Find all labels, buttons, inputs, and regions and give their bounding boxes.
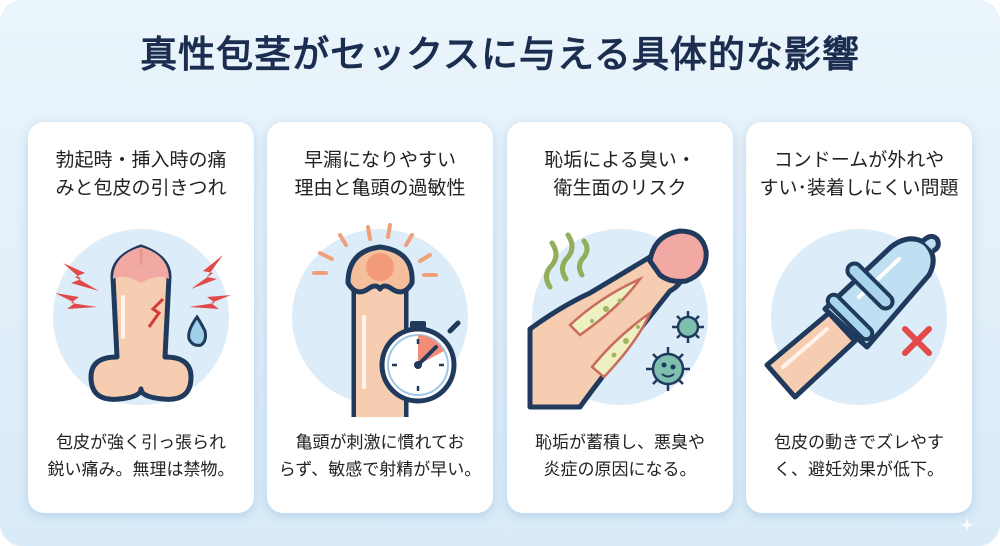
card-hygiene: 恥垢による臭い・ 衛生面のリスク <box>507 122 733 513</box>
card-condom: コンドームが外れや すい･装着しにくい問題 包皮の動きでズレやす く、避妊効果が… <box>746 122 972 513</box>
card-desc-line: 恥垢が蓄積し、悪臭や <box>535 433 705 453</box>
card-title-line: みと包皮の引きつれ <box>55 177 227 199</box>
card-desc-line: 炎症の原因になる。 <box>543 460 697 480</box>
pain-lightning-icon <box>53 229 231 405</box>
card-title-line: 勃起時・挿入時の痛 <box>55 149 227 171</box>
card-title: 恥垢による臭い・ 衛生面のリスク <box>507 146 733 202</box>
odor-bacteria-icon <box>527 228 709 410</box>
card-desc-line: 包皮の動きでズレやす <box>774 433 944 453</box>
card-description: 恥垢が蓄積し、悪臭や 炎症の原因になる。 <box>507 430 733 484</box>
card-desc-line: 亀頭が刺激に慣れてお <box>295 433 465 453</box>
condom-slip-icon <box>764 229 947 405</box>
page-title: 真性包茎がセックスに与える具体的な影響 <box>140 33 860 76</box>
card-pain: 勃起時・挿入時の痛 みと包皮の引きつれ 包皮が強く引っ張られ 鋭い痛み。 <box>28 122 254 513</box>
card-description: 包皮が強く引っ張られ 鋭い痛み。無理は禁物。 <box>28 430 254 484</box>
card-desc-line: 包皮が強く引っ張られ <box>56 433 226 453</box>
card-title-line: コンドームが外れや <box>773 149 945 171</box>
card-title: 勃起時・挿入時の痛 みと包皮の引きつれ <box>28 146 254 202</box>
card-description: 包皮の動きでズレやす く、避妊効果が低下。 <box>746 430 972 484</box>
card-title: コンドームが外れや すい･装着しにくい問題 <box>746 146 972 202</box>
card-title: 早漏になりやすい 理由と亀頭の過敏性 <box>267 146 493 202</box>
card-title-line: 理由と亀頭の過敏性 <box>294 177 466 199</box>
sparkle-icon <box>960 518 974 532</box>
card-desc-line: らず、敏感で射精が早い。 <box>278 460 482 480</box>
card-desc-line: く、避妊効果が低下。 <box>774 460 944 480</box>
card-premature: 早漏になりやすい 理由と亀頭の過敏性 <box>267 122 493 513</box>
card-description: 亀頭が刺激に慣れてお らず、敏感で射精が早い。 <box>267 430 493 484</box>
stopwatch-sensitivity-icon <box>292 223 468 417</box>
card-title-line: 衛生面のリスク <box>553 177 687 199</box>
card-title-line: 早漏になりやすい <box>303 149 456 171</box>
card-title-line: すい･装着しにくい問題 <box>759 177 959 199</box>
card-desc-line: 鋭い痛み。無理は禁物。 <box>47 460 235 480</box>
card-title-line: 恥垢による臭い・ <box>544 149 696 171</box>
